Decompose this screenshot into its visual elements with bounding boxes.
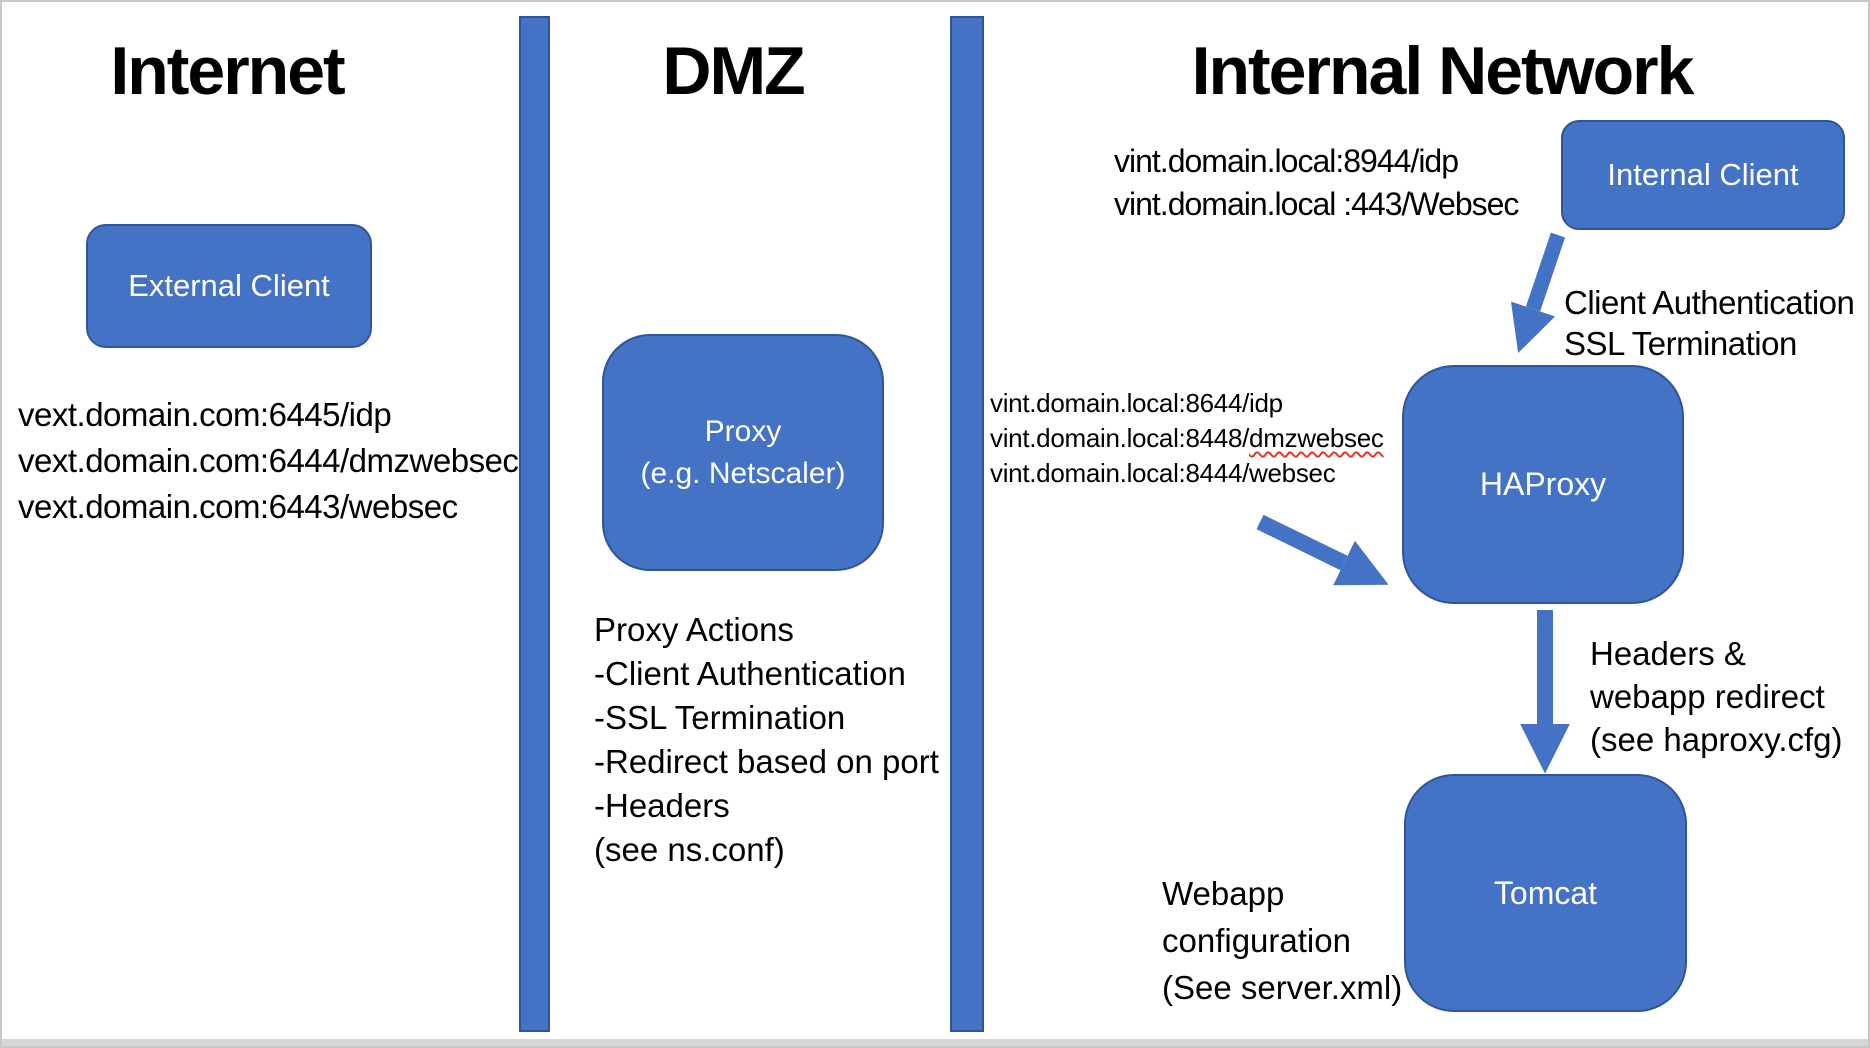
internal-client-node: Internal Client bbox=[1561, 120, 1845, 230]
internal-client-label: Internal Client bbox=[1607, 157, 1799, 192]
proxy-actions-ref: (see ns.conf) bbox=[594, 831, 785, 868]
webapp-config-annotation: Webapp configuration (See server.xml) bbox=[1162, 870, 1402, 1011]
vint-haproxy-endpoint-idp: vint.domain.local:8644/idp bbox=[990, 388, 1283, 418]
headers-redirect-annotation: Headers & webapp redirect (see haproxy.c… bbox=[1590, 632, 1843, 761]
spellcheck-underline-word: dmzwebsec bbox=[1249, 423, 1384, 453]
vext-endpoint-dmzwebsec: vext.domain.com:6444/dmzwebsec bbox=[18, 442, 519, 479]
headers-redirect-line3: (see haproxy.cfg) bbox=[1590, 721, 1843, 758]
proxy-action-client-auth: -Client Authentication bbox=[594, 655, 906, 692]
arrow-endpoints-to-haproxy bbox=[1256, 514, 1389, 586]
vint-client-endpoint-websec: vint.domain.local :443/Websec bbox=[1114, 186, 1519, 222]
arrow-internal-client-to-haproxy bbox=[1510, 232, 1566, 354]
proxy-label-line1: Proxy bbox=[704, 414, 782, 448]
zone-title-internal-network: Internal Network bbox=[1191, 33, 1695, 109]
headers-redirect-line2: webapp redirect bbox=[1590, 678, 1825, 715]
haproxy-node: HAProxy bbox=[1402, 365, 1684, 604]
proxy-actions-title: Proxy Actions bbox=[594, 611, 794, 648]
proxy-node: Proxy (e.g. Netscaler) bbox=[602, 334, 884, 571]
haproxy-label: HAProxy bbox=[1479, 466, 1607, 502]
vint-client-endpoint-idp: vint.domain.local:8944/idp bbox=[1114, 143, 1459, 179]
vint-haproxy-endpoint-dmzwebsec-prefix: vint.domain.local:8448/ bbox=[990, 423, 1250, 453]
client-auth-annotation: Client Authentication SSL Termination bbox=[1564, 282, 1855, 364]
proxy-action-headers: -Headers bbox=[594, 787, 730, 824]
webapp-config-line3: (See server.xml) bbox=[1162, 969, 1403, 1006]
proxy-actions-list: Proxy Actions -Client Authentication -SS… bbox=[594, 608, 939, 872]
external-client-node: External Client bbox=[86, 224, 372, 348]
zone-title-internet: Internet bbox=[110, 33, 345, 109]
vext-endpoint-websec: vext.domain.com:6443/websec bbox=[18, 488, 458, 525]
proxy-action-ssl-termination: -SSL Termination bbox=[594, 699, 846, 736]
vext-endpoint-idp: vext.domain.com:6445/idp bbox=[18, 396, 392, 433]
vext-endpoint-list: vext.domain.com:6445/idp vext.domain.com… bbox=[18, 392, 519, 530]
tomcat-node: Tomcat bbox=[1404, 774, 1687, 1012]
vint-client-endpoint-list: vint.domain.local:8944/idp vint.domain.l… bbox=[1114, 140, 1519, 226]
vint-haproxy-endpoint-websec: vint.domain.local:8444/websec bbox=[990, 458, 1336, 488]
client-auth-line1: Client Authentication bbox=[1564, 284, 1855, 321]
vint-haproxy-endpoint-list: vint.domain.local:8644/idp vint.domain.l… bbox=[990, 386, 1384, 491]
proxy-label-line2: (e.g. Netscaler) bbox=[640, 456, 846, 490]
divider-dmz-internal bbox=[950, 16, 984, 1032]
webapp-config-line1: Webapp bbox=[1162, 875, 1285, 912]
vint-haproxy-endpoint-dmzwebsec: vint.domain.local:8448/dmzwebsec bbox=[990, 421, 1384, 456]
proxy-action-redirect: -Redirect based on port bbox=[594, 743, 939, 780]
webapp-config-line2: configuration bbox=[1162, 922, 1351, 959]
tomcat-label: Tomcat bbox=[1493, 874, 1598, 911]
client-auth-line2: SSL Termination bbox=[1564, 325, 1797, 362]
zone-title-dmz: DMZ bbox=[662, 33, 805, 109]
divider-internet-dmz bbox=[519, 16, 550, 1032]
external-client-label: External Client bbox=[128, 268, 330, 303]
slide-bottom-border bbox=[2, 1039, 1868, 1046]
headers-redirect-line1: Headers & bbox=[1590, 635, 1746, 672]
